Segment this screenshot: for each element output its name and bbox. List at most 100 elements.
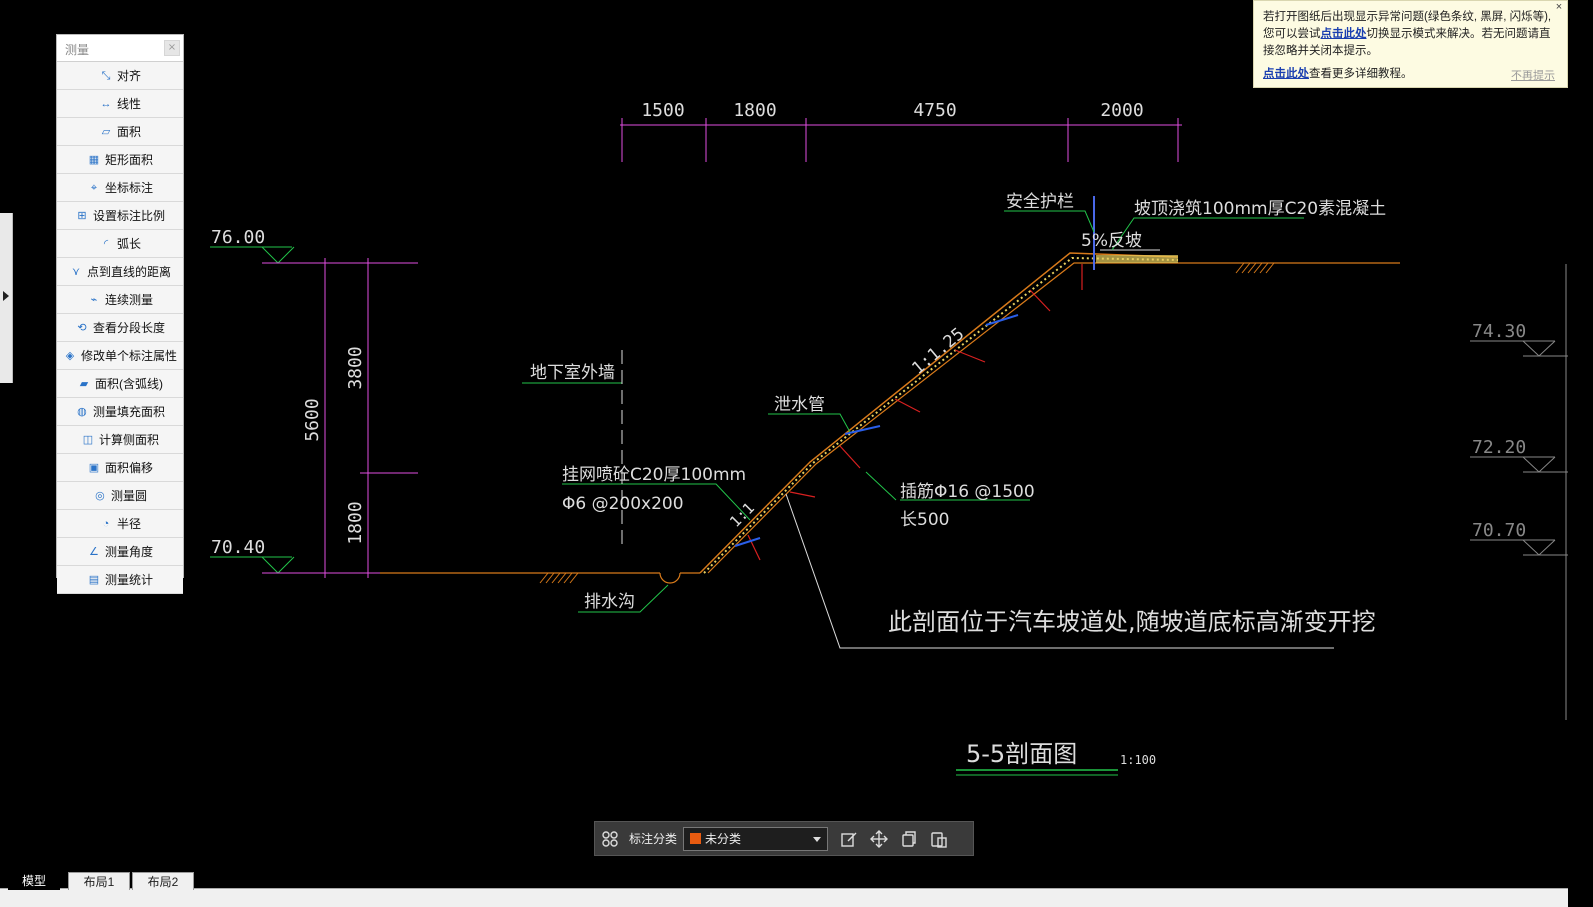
notice-dismiss-link[interactable]: 不再提示 (1511, 70, 1555, 82)
offset-icon: ▣ (88, 461, 100, 474)
tool-set-scale[interactable]: ⊞设置标注比例 (57, 202, 183, 230)
point-line-icon: ⋎ (71, 265, 81, 278)
tool-arc-length[interactable]: ◜弧长 (57, 230, 183, 258)
dim-top-1: 1500 (641, 100, 684, 121)
rebar-pins (747, 264, 1083, 561)
tool-label: 半径 (116, 517, 141, 531)
tool-label: 线性 (116, 97, 141, 111)
rect-area-icon: ▦ (88, 153, 100, 166)
tool-edit-dim[interactable]: ◈修改单个标注属性 (57, 342, 183, 370)
tool-label: 计算侧面积 (98, 433, 159, 447)
dim-lower-text: 1800 (345, 501, 366, 544)
align-icon: ⤡ (101, 69, 111, 82)
label-basement-wall: 地下室外墙 (530, 363, 615, 383)
tool-label: 查看分段长度 (92, 321, 165, 335)
elev-right-2: 72.20 (1472, 437, 1526, 458)
label-ditch: 排水沟 (584, 592, 635, 612)
grid-icon[interactable] (595, 824, 625, 854)
tool-label: 点到直线的距离 (86, 265, 171, 279)
tool-stats[interactable]: ▤测量统计 (57, 566, 183, 594)
paste-icon[interactable] (924, 824, 954, 854)
tool-point-line[interactable]: ⋎ 点到直线的距离 (57, 258, 183, 286)
tool-label: 测量填充面积 (92, 405, 165, 419)
notice-link-tutorial[interactable]: 点击此处 (1263, 68, 1309, 80)
elev-marker-left-top (210, 246, 418, 264)
tool-segment[interactable]: ⟲查看分段长度 (57, 314, 183, 342)
expand-arrow-icon (3, 291, 9, 301)
radius-icon: ◔ (102, 517, 110, 530)
tab-model[interactable]: 模型 (8, 872, 60, 890)
elev-marker-left-bottom (210, 556, 380, 574)
tool-align[interactable]: ⤡对齐 (57, 62, 183, 90)
tool-rect-area[interactable]: ▦ 矩形面积 (57, 146, 183, 174)
angle-icon: ∠ (89, 545, 99, 558)
tool-radius[interactable]: ◔ 半径 (57, 510, 183, 538)
tool-linear[interactable]: ↔ 线性 (57, 90, 183, 118)
tab-layout2[interactable]: 布局2 (132, 872, 194, 890)
tool-side-area[interactable]: ◫ 计算侧面积 (57, 426, 183, 454)
category-select[interactable]: 未分类 (683, 826, 829, 851)
left-panel-toggle[interactable] (0, 213, 13, 383)
tab-layout1[interactable]: 布局1 (68, 872, 130, 890)
section-scale: 1:100 (1120, 753, 1156, 767)
display-notice: 若打开图纸后出现显示异常问题(绿色条纹, 黑屏, 闪烁等), 您可以尝试点击此处… (1253, 0, 1568, 88)
elev-right-3: 70.70 (1472, 520, 1526, 541)
label-guardrail: 安全护栏 (1006, 192, 1074, 212)
dim-top-4: 2000 (1100, 100, 1143, 121)
vertical-dimensions (320, 258, 418, 578)
notice-body: 若打开图纸后出现显示异常问题(绿色条纹, 黑屏, 闪烁等), 您可以尝试点击此处… (1263, 9, 1553, 60)
annotation-toolbar: 标注分类 未分类 (594, 821, 974, 856)
label-slope-lower: 1:1 (726, 499, 758, 531)
arc-icon: ◜ (103, 237, 109, 250)
elev-markers-right (1470, 340, 1568, 556)
tool-label: 面积 (116, 125, 141, 139)
tool-circle[interactable]: ◎测量圆 (57, 482, 183, 510)
section-title: 5-5剖面图 (966, 740, 1077, 768)
drain-pipes (734, 314, 1019, 547)
label-top-concrete: 坡顶浇筑100mm厚C20素混凝土 (1134, 199, 1386, 219)
label-mesh-2: Φ6 @200x200 (562, 494, 684, 514)
tool-label: 矩形面积 (104, 153, 153, 167)
copy-icon[interactable] (894, 824, 924, 854)
label-mesh-1: 挂网喷砼C20厚100mm (562, 465, 746, 485)
tool-fill-area[interactable]: ◍ 测量填充面积 (57, 398, 183, 426)
tool-label: 坐标标注 (104, 181, 153, 195)
linear-icon: ↔ (100, 97, 112, 110)
scale-icon: ⊞ (77, 209, 87, 222)
notice-more: 点击此处查看更多详细教程。 (1263, 65, 1413, 81)
notice-text-c: 查看更多详细教程。 (1309, 68, 1413, 80)
tool-label: 面积(含弧线) (95, 377, 163, 391)
tool-area-offset[interactable]: ▣面积偏移 (57, 454, 183, 482)
tool-coordinate[interactable]: ⌖坐标标注 (57, 174, 183, 202)
notice-close-icon[interactable]: × (1555, 1, 1563, 13)
side-area-icon: ◫ (82, 433, 94, 446)
move-icon[interactable] (864, 824, 894, 854)
tab-bar (0, 888, 1568, 907)
dim-top-2: 1800 (733, 100, 776, 121)
tool-continuous[interactable]: ⌁连续测量 (57, 286, 183, 314)
tool-angle[interactable]: ∠测量角度 (57, 538, 183, 566)
arc-area-icon: ▰ (79, 377, 89, 390)
elev-right-1: 74.30 (1472, 321, 1526, 342)
tool-area[interactable]: ▱面积 (57, 118, 183, 146)
tool-arc-area[interactable]: ▰ 面积(含弧线) (57, 370, 183, 398)
stats-icon: ▤ (88, 573, 100, 586)
label-drain-pipe: 泄水管 (774, 395, 825, 415)
tool-label: 修改单个标注属性 (80, 349, 177, 363)
category-label: 标注分类 (629, 832, 678, 846)
label-rebar-2: 长500 (900, 510, 949, 530)
ground-lines (380, 262, 1400, 584)
label-note: 此剖面位于汽车坡道处,随坡道底标高渐变开挖 (888, 608, 1376, 636)
dim-upper-text: 3800 (345, 346, 366, 389)
note-leader (785, 493, 1334, 649)
measure-panel-title: 测量 (65, 43, 90, 57)
label-reverse-slope: 5%反坡 (1081, 231, 1142, 251)
notice-link-switch[interactable]: 点击此处 (1320, 28, 1367, 40)
panel-close-button[interactable]: × (164, 40, 180, 56)
fill-area-icon: ◍ (77, 405, 87, 418)
edit-icon[interactable] (834, 824, 864, 854)
notice-text-a: 若打开图纸后出现显示异常问题(绿色条纹, 黑屏, 闪烁等), 您可以尝试 (1263, 11, 1552, 40)
measure-panel-header: 测量 × (57, 35, 183, 62)
slope-profile (699, 252, 1179, 574)
